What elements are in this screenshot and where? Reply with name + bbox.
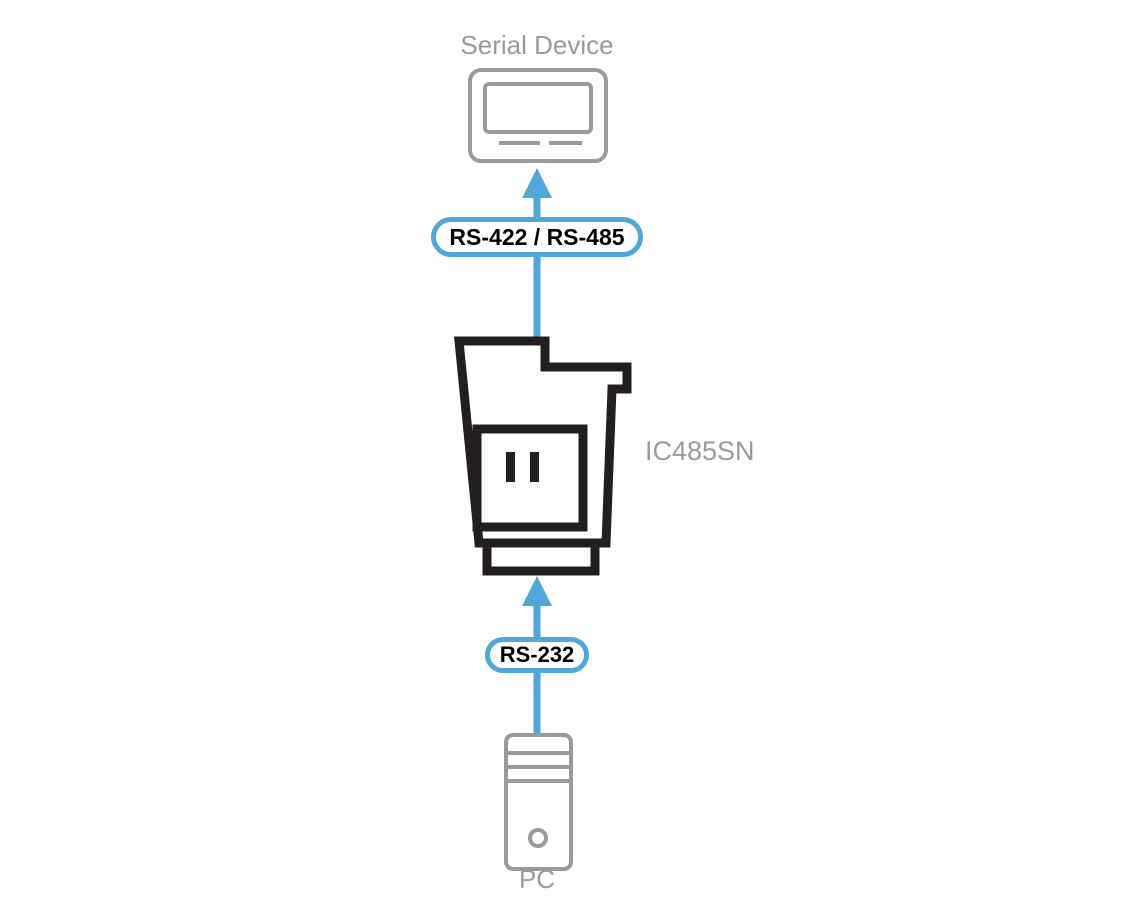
- serial-device-icon: [468, 68, 608, 163]
- rs422-rs485-pill: RS-422 / RS-485: [431, 217, 643, 257]
- serial-device-label: Serial Device: [460, 30, 614, 60]
- adapter-icon: [454, 336, 632, 576]
- adapter-label: IC485SN: [645, 436, 755, 466]
- pc-icon: [504, 733, 573, 871]
- pc-label: PC: [518, 864, 556, 894]
- rs232-pill: RS-232: [485, 637, 589, 673]
